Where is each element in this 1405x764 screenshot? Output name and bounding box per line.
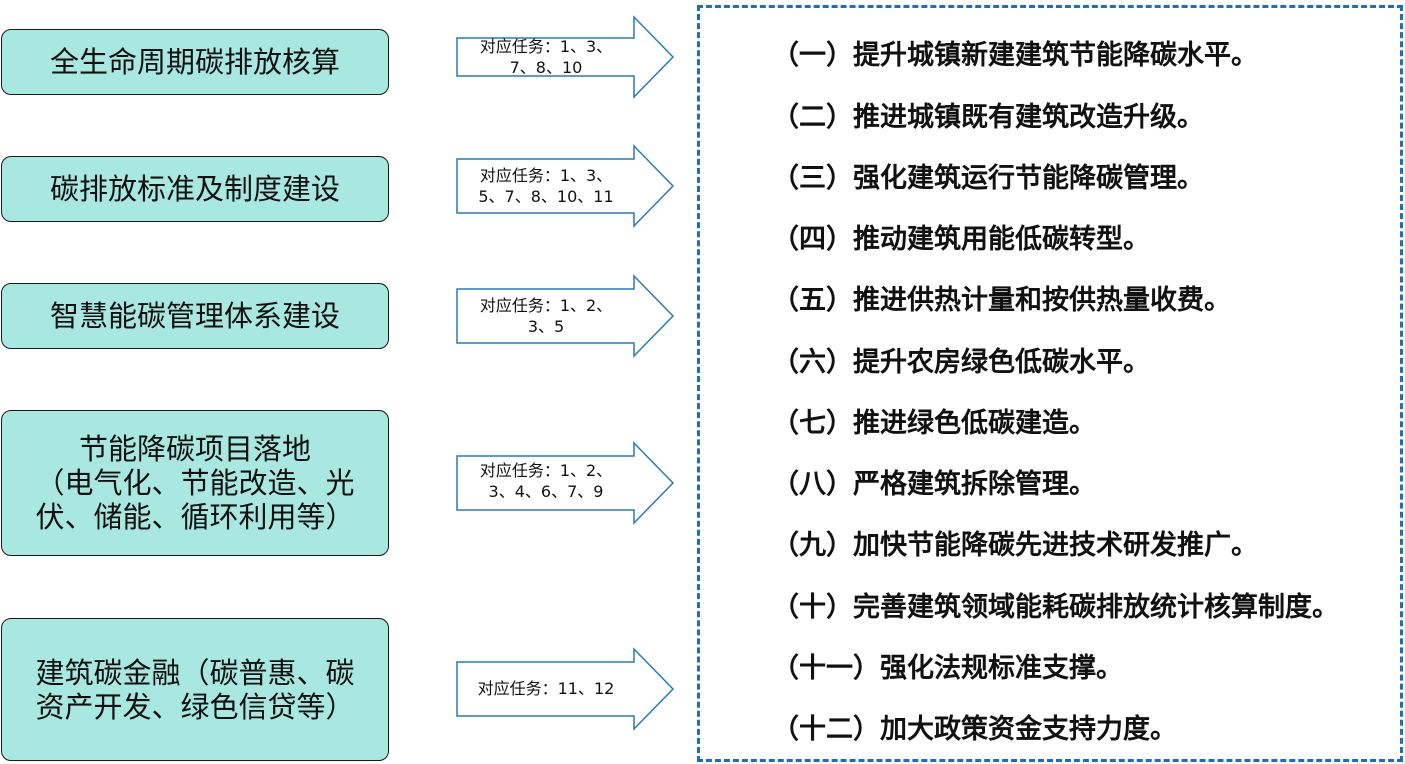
task-item: （三）强化建筑运行节能降碳管理。 bbox=[772, 163, 1204, 194]
task-item: （二）推进城镇既有建筑改造升级。 bbox=[772, 102, 1204, 133]
task-item: （八）严格建筑拆除管理。 bbox=[772, 469, 1096, 500]
task-reference: 对应任务：1、2、 3、4、6、7、9 bbox=[479, 461, 613, 501]
measure-label: 碳排放标准及制度建设 bbox=[49, 172, 340, 206]
task-item: （六）提升农房绿色低碳水平。 bbox=[772, 347, 1150, 378]
task-arrow: 对应任务：1、2、 3、4、6、7、9 bbox=[456, 441, 675, 525]
task-item: （九）加快节能降碳先进技术研发推广。 bbox=[772, 530, 1258, 561]
task-reference: 对应任务：11、12 bbox=[477, 679, 615, 698]
task-arrow: 对应任务：1、3、 7、8、10 bbox=[456, 15, 675, 99]
measure-box-carbon-finance: 建筑碳金融（碳普惠、碳资产开发、绿色信贷等） bbox=[1, 618, 389, 761]
measure-box-carbon-accounting: 全生命周期碳排放核算 bbox=[1, 29, 389, 95]
task-reference: 对应任务：1、2、 3、5 bbox=[479, 296, 613, 336]
arrow-icon bbox=[456, 15, 675, 99]
task-item: （七）推进绿色低碳建造。 bbox=[772, 408, 1096, 439]
task-item: （一）提升城镇新建建筑节能降碳水平。 bbox=[772, 40, 1258, 71]
arrow-icon bbox=[456, 274, 675, 358]
measure-box-smart-management: 智慧能碳管理体系建设 bbox=[1, 283, 389, 349]
measure-box-energy-projects: 节能降碳项目落地 （电气化、节能改造、光伏、储能、循环利用等） bbox=[1, 410, 389, 556]
measure-label: 节能降碳项目落地 （电气化、节能改造、光伏、储能、循环利用等） bbox=[35, 432, 355, 534]
measure-box-standards: 碳排放标准及制度建设 bbox=[1, 156, 389, 222]
task-arrow: 对应任务：1、3、 5、7、8、10、11 bbox=[456, 144, 675, 228]
task-item: （四）推动建筑用能低碳转型。 bbox=[772, 224, 1150, 255]
arrow-icon bbox=[456, 647, 675, 731]
arrow-icon bbox=[456, 441, 675, 525]
task-reference: 对应任务：1、3、 7、8、10 bbox=[479, 37, 613, 77]
arrow-icon bbox=[456, 144, 675, 228]
task-arrow: 对应任务：1、2、 3、5 bbox=[456, 274, 675, 358]
task-item: （十二）加大政策资金支持力度。 bbox=[772, 714, 1177, 745]
task-item: （五）推进供热计量和按供热量收费。 bbox=[772, 285, 1231, 316]
task-reference: 对应任务：1、3、 5、7、8、10、11 bbox=[478, 166, 614, 206]
task-arrow: 对应任务：11、12 bbox=[456, 647, 675, 731]
measure-label: 全生命周期碳排放核算 bbox=[49, 45, 340, 79]
measure-label: 智慧能碳管理体系建设 bbox=[49, 299, 340, 333]
measure-label: 建筑碳金融（碳普惠、碳资产开发、绿色信贷等） bbox=[35, 655, 355, 724]
task-item: （十）完善建筑领域能耗碳排放统计核算制度。 bbox=[772, 592, 1339, 623]
task-item: （十一）强化法规标准支撑。 bbox=[772, 653, 1123, 684]
task-list-panel: （一）提升城镇新建建筑节能降碳水平。 （二）推进城镇既有建筑改造升级。 （三）强… bbox=[697, 5, 1403, 762]
